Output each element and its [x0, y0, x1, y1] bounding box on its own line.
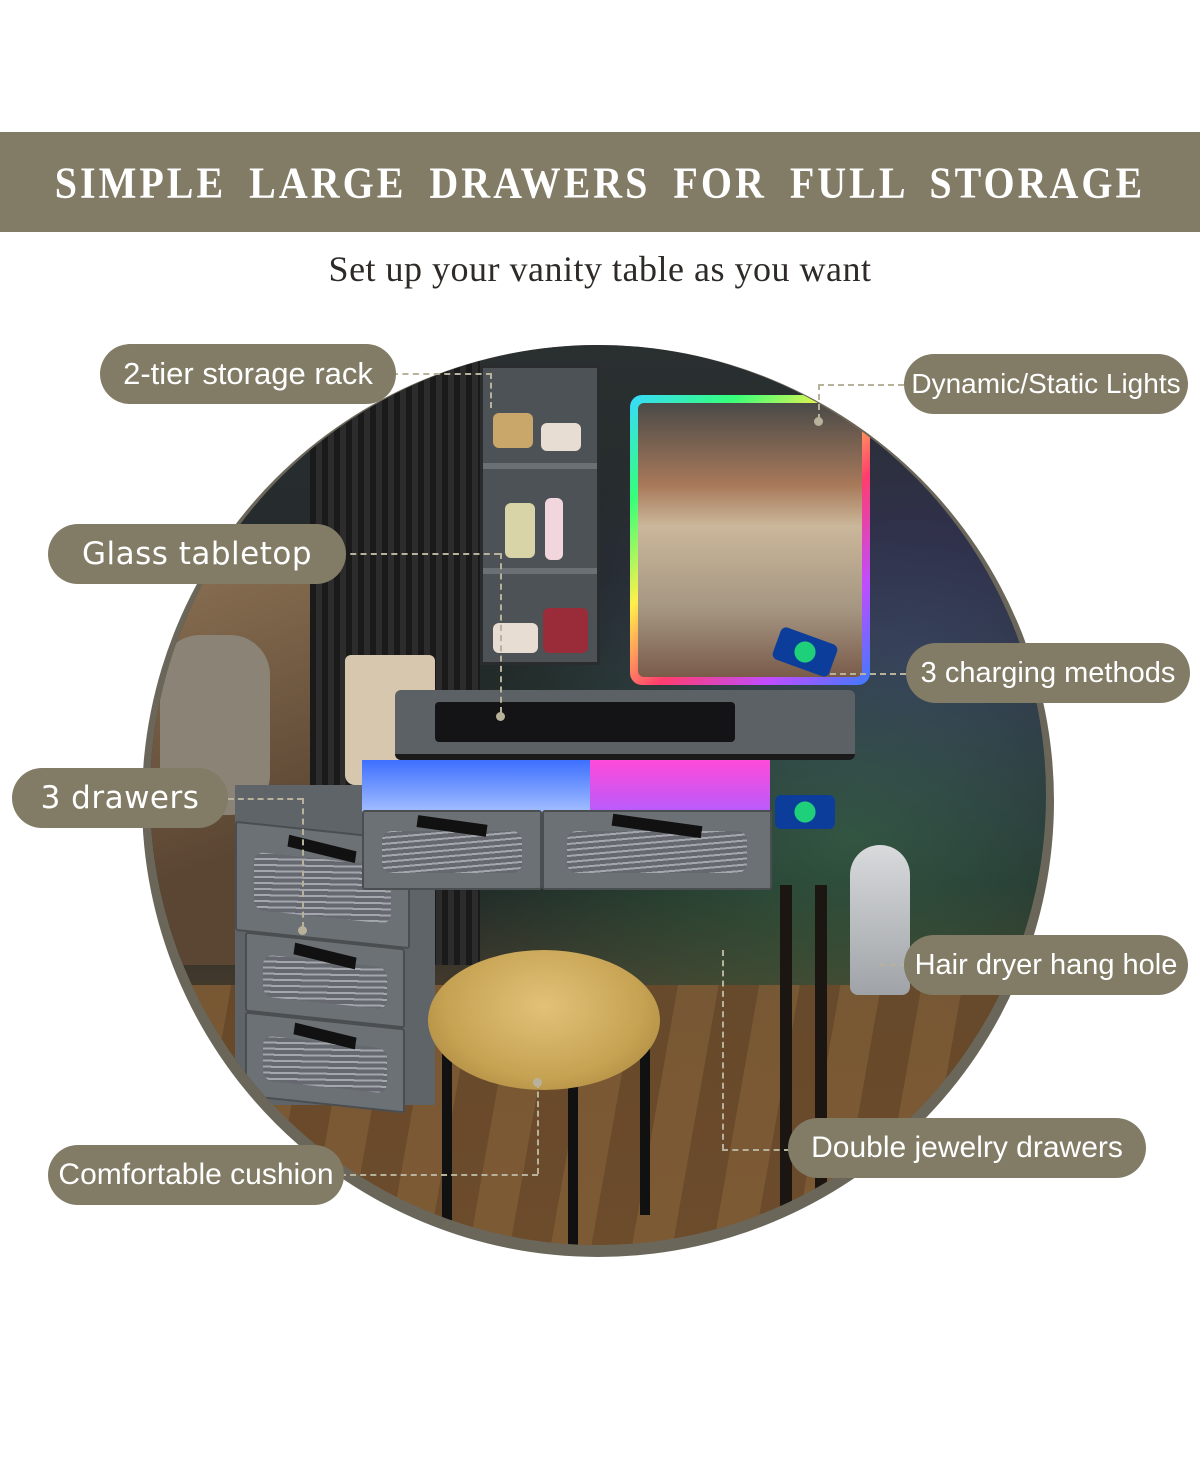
phone-on-charging-pad [775, 795, 835, 829]
leader-line [818, 384, 904, 386]
callout-label: Comfortable cushion [58, 1158, 334, 1191]
fluted-glass [381, 831, 523, 873]
leader-dot [298, 926, 307, 935]
leader-dot [533, 1078, 542, 1087]
stool-leg [568, 1055, 578, 1245]
led-mirror [630, 395, 870, 685]
leader-line [340, 553, 500, 555]
leader-dot [496, 712, 505, 721]
callout-charging-methods: 3 charging methods [906, 643, 1190, 703]
leader-dot [814, 417, 823, 426]
callout-label: Glass tabletop [81, 536, 313, 572]
stool-leg [442, 1035, 452, 1235]
lotion-bottle [545, 498, 563, 560]
table-leg [780, 885, 792, 1225]
jewelry-drawer-right [590, 760, 770, 815]
storage-rack [480, 365, 600, 665]
leader-line [818, 384, 820, 420]
rack-shelf [483, 568, 597, 574]
callout-hair-dryer-hang-hole: Hair dryer hang hole [904, 935, 1188, 995]
callout-label: 2-tier storage rack [123, 356, 373, 391]
side-drawer-3 [245, 1011, 405, 1114]
leader-line [537, 1082, 539, 1174]
leader-line [340, 1174, 538, 1176]
callout-label: Dynamic/Static Lights [911, 368, 1181, 399]
callout-storage-rack: 2-tier storage rack [100, 344, 396, 404]
glass-top [435, 702, 735, 742]
mirror-reflection [638, 403, 862, 677]
fluted-glass [262, 1035, 388, 1094]
perfume-bottle [505, 503, 535, 558]
fluted-glass [566, 831, 748, 873]
lipstick-organizer [543, 608, 588, 653]
product-image [150, 345, 1046, 1245]
callout-comfortable-cushion: Comfortable cushion [48, 1145, 344, 1205]
jewelry-drawer-left [362, 760, 592, 815]
header-banner: SIMPLE LARGE DRAWERS FOR FULL STORAGE [0, 132, 1200, 232]
fluted-glass [262, 954, 388, 1010]
leader-line [392, 373, 492, 375]
callout-label: 3 charging methods [920, 656, 1176, 689]
leader-line [228, 798, 303, 800]
leader-line [880, 964, 906, 966]
leader-line [722, 950, 724, 1150]
cream-jar [541, 423, 581, 451]
leader-line [722, 1149, 790, 1151]
callout-label: Double jewelry drawers [811, 1131, 1123, 1164]
callout-dynamic-static-lights: Dynamic/Static Lights [904, 354, 1188, 414]
subtitle: Set up your vanity table as you want [328, 249, 872, 289]
callout-double-jewelry-drawers: Double jewelry drawers [788, 1118, 1146, 1178]
jewelry-drawer-front-right [542, 810, 772, 890]
stool-leg [640, 1035, 650, 1215]
callout-3-drawers: 3 drawers [12, 768, 228, 828]
rack-shelf [483, 463, 597, 469]
hair-dryer [850, 845, 910, 995]
leader-line [302, 798, 304, 928]
stool-cushion [428, 950, 660, 1090]
jewelry-drawer-front-left [362, 810, 542, 890]
leader-line [830, 673, 906, 675]
cream-jar [493, 413, 533, 448]
tabletop [395, 690, 855, 760]
callout-label: 3 drawers [40, 780, 200, 816]
banner-title: SIMPLE LARGE DRAWERS FOR FULL STORAGE [54, 157, 1146, 207]
leader-line [490, 373, 492, 408]
callout-glass-tabletop: Glass tabletop [48, 524, 346, 584]
callout-label: Hair dryer hang hole [914, 948, 1178, 981]
leader-line [500, 553, 502, 713]
